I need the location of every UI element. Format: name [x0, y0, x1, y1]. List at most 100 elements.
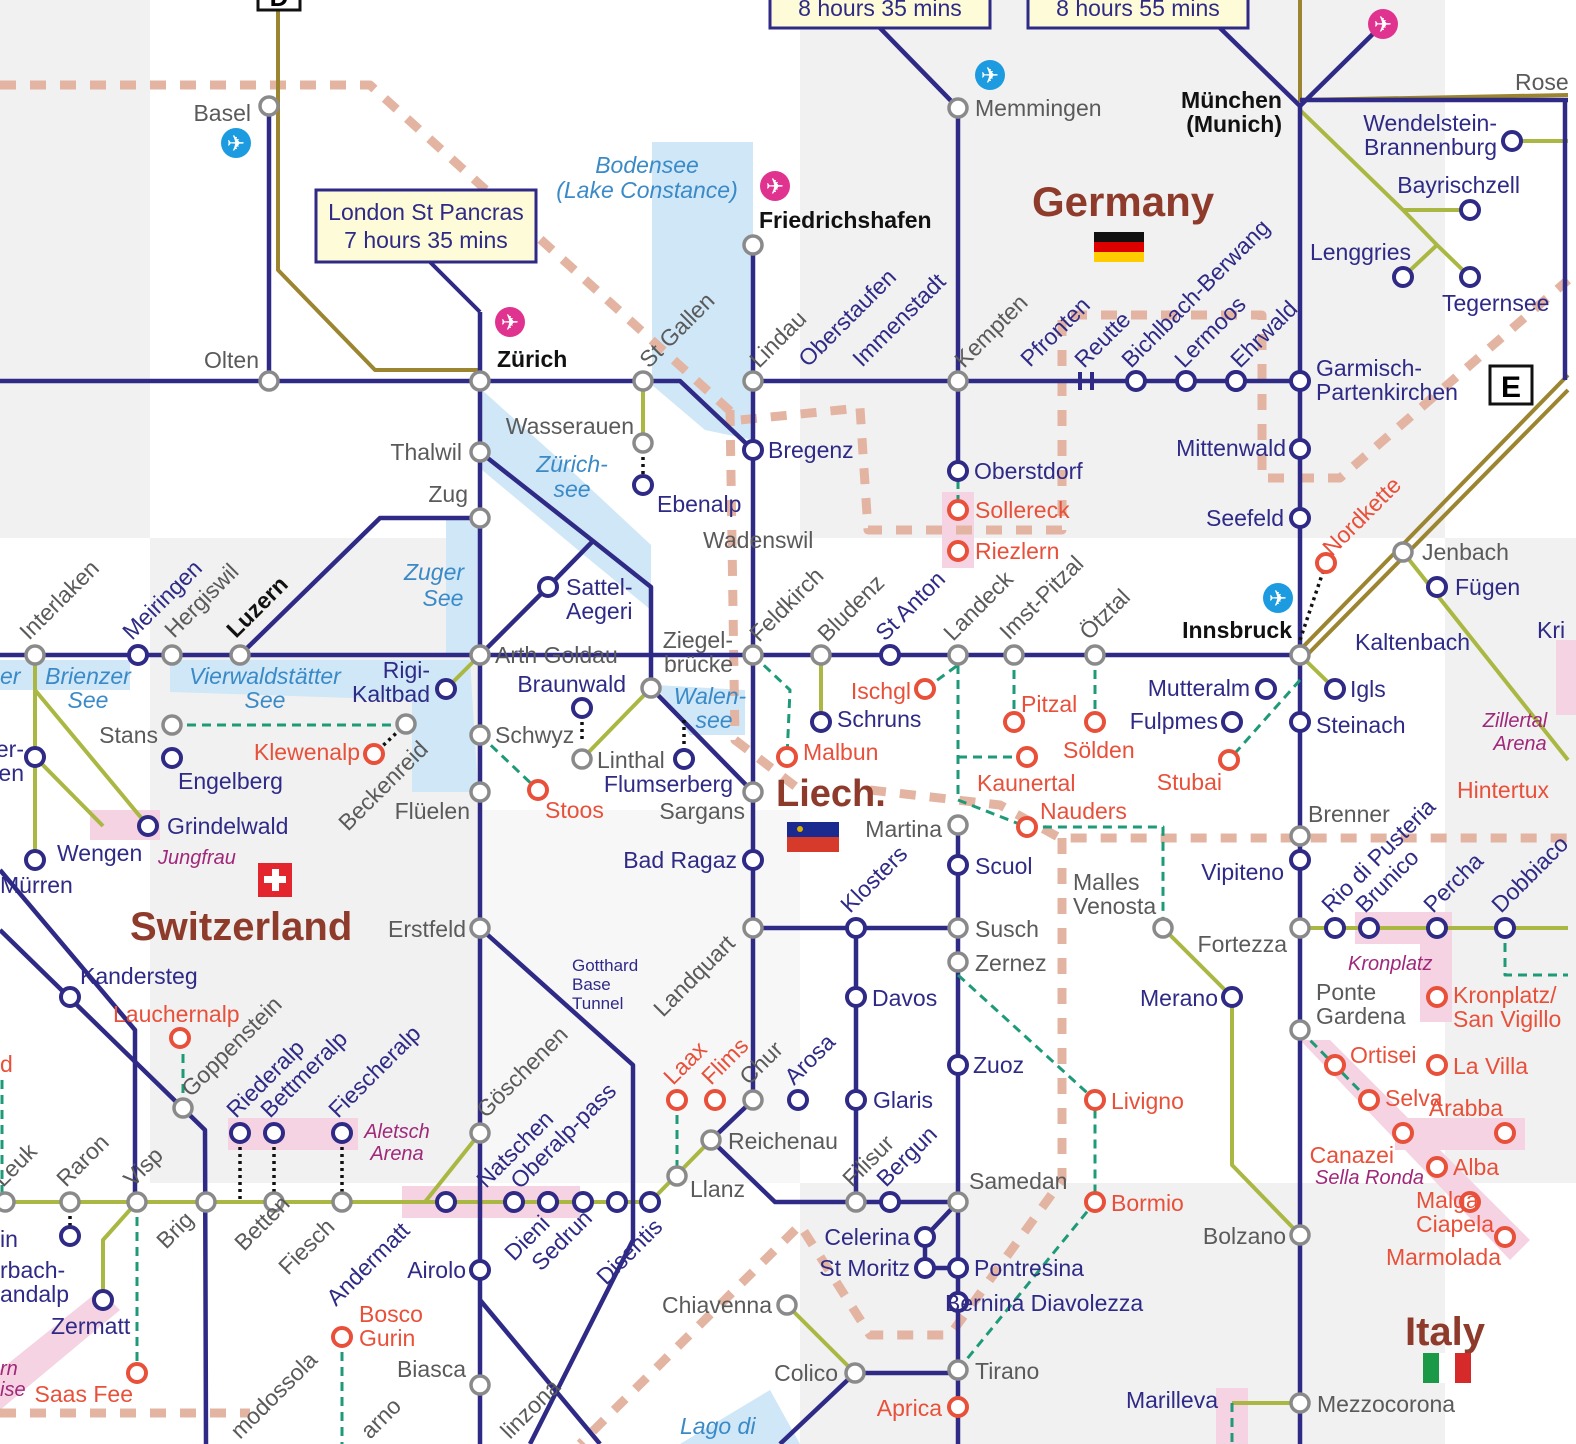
station-stmoritz[interactable]: St Moritz — [819, 1255, 936, 1281]
station-fugen[interactable]: Fügen — [1426, 574, 1520, 600]
station-marker[interactable] — [1289, 438, 1311, 460]
station-marker[interactable] — [59, 986, 81, 1008]
station-marker[interactable] — [469, 644, 491, 666]
station-kri[interactable]: Kri — [1537, 617, 1565, 643]
station-samedan[interactable]: Samedan — [947, 1168, 1067, 1213]
station-marker[interactable] — [947, 814, 969, 836]
station-colico[interactable]: Colico — [774, 1360, 866, 1386]
station-marker[interactable] — [537, 576, 559, 598]
station-marker[interactable] — [666, 1089, 688, 1111]
station-marker[interactable] — [435, 1191, 457, 1213]
station-sedrun2[interactable] — [606, 1191, 628, 1213]
station-marker[interactable] — [1218, 749, 1240, 771]
station-marker[interactable] — [1459, 199, 1481, 221]
station-vipiteno[interactable]: Vipiteno — [1201, 849, 1311, 885]
station-seefeld[interactable]: Seefeld — [1206, 505, 1311, 531]
station-marker[interactable] — [161, 714, 183, 736]
station-marker[interactable] — [331, 1191, 353, 1213]
station-marker[interactable] — [947, 1257, 969, 1279]
station-airolo[interactable]: Airolo — [407, 1257, 491, 1283]
station-marker[interactable] — [1494, 1122, 1516, 1144]
station-marker[interactable] — [742, 234, 764, 256]
station-llanz[interactable]: Llanz — [666, 1165, 745, 1202]
station-selva[interactable]: Selva — [1358, 1085, 1443, 1111]
station-glaris[interactable]: Glaris — [845, 1087, 933, 1113]
station-marker[interactable] — [1392, 541, 1414, 563]
station-marker[interactable] — [469, 724, 491, 746]
station-marker[interactable] — [742, 917, 764, 939]
station-canazei[interactable]: Canazei — [1310, 1122, 1414, 1168]
station-jenbach[interactable]: Jenbach — [1392, 539, 1509, 565]
station-bernina[interactable]: Bernina Diavolezza — [945, 1290, 1143, 1316]
station-saasfee[interactable]: Saas Fee — [35, 1362, 148, 1407]
station-marker[interactable] — [947, 1291, 969, 1313]
station-marker[interactable] — [263, 1191, 285, 1213]
station-marker[interactable] — [1016, 746, 1038, 768]
station-klosters[interactable]: Klosters — [835, 840, 912, 939]
station-marker[interactable] — [1324, 917, 1346, 939]
station-lauchernalp[interactable]: Lauchernalp — [113, 1001, 240, 1049]
station-marker[interactable] — [571, 748, 593, 770]
station-celerina[interactable]: Celerina — [824, 1224, 936, 1250]
station-friedrichshafen[interactable]: Friedrichshafen — [742, 207, 932, 256]
station-marker[interactable] — [947, 540, 969, 562]
station-marker[interactable] — [469, 507, 491, 529]
station-chiavenna[interactable]: Chiavenna — [662, 1292, 798, 1318]
station-olten[interactable]: Olten — [204, 347, 280, 392]
station-marker[interactable] — [704, 1089, 726, 1111]
station-marker[interactable] — [1084, 711, 1106, 733]
station-leftedge2[interactable]: in — [0, 1226, 18, 1252]
station-marker[interactable] — [1289, 711, 1311, 733]
station-betten[interactable]: Betten — [229, 1190, 294, 1255]
station-imst[interactable]: Imst-Pitzal — [994, 550, 1088, 666]
station-marker[interactable] — [879, 644, 901, 666]
station-solden[interactable]: Sölden — [1063, 711, 1135, 763]
station-marker[interactable] — [1003, 644, 1025, 666]
station-marker[interactable] — [469, 370, 491, 392]
station-marker[interactable] — [1225, 370, 1247, 392]
station-marker[interactable] — [1494, 1226, 1516, 1248]
station-marker[interactable] — [810, 711, 832, 733]
station-marker[interactable] — [469, 781, 491, 803]
station-marker[interactable] — [59, 1225, 81, 1247]
station-marker[interactable] — [258, 95, 280, 117]
station-marker[interactable] — [537, 1191, 559, 1213]
station-marker[interactable] — [742, 849, 764, 871]
station-marker[interactable] — [1289, 507, 1311, 529]
station-zug[interactable]: Zug — [428, 481, 491, 529]
station-marker[interactable] — [572, 1191, 594, 1213]
station-fortezza[interactable]: Fortezza — [1198, 917, 1311, 957]
station-marker[interactable] — [1175, 370, 1197, 392]
station-marker[interactable] — [914, 1257, 936, 1279]
station-kaunertal[interactable]: Kaunertal — [977, 746, 1075, 796]
station-marker[interactable] — [1426, 1054, 1448, 1076]
station-locarno[interactable]: arno — [355, 1393, 406, 1444]
station-marker[interactable] — [1501, 130, 1523, 152]
station-marker[interactable] — [469, 441, 491, 463]
station-marker[interactable] — [24, 644, 46, 666]
station-sollereck[interactable]: Sollereck — [947, 497, 1070, 523]
station-marker[interactable] — [1426, 576, 1448, 598]
station-marker[interactable] — [1459, 266, 1481, 288]
station-marker[interactable] — [24, 746, 46, 768]
station-marker[interactable] — [1494, 917, 1516, 939]
station-ortisei[interactable]: Ortisei — [1324, 1042, 1416, 1076]
station-marker[interactable] — [742, 439, 764, 461]
station-marker[interactable] — [1426, 986, 1448, 1008]
station-bolzano[interactable]: Bolzano — [1203, 1223, 1311, 1249]
station-marker[interactable] — [503, 1191, 525, 1213]
station-marker[interactable] — [229, 644, 251, 666]
station-disentis[interactable]: Disentis — [591, 1191, 667, 1290]
station-susch[interactable]: Susch — [947, 916, 1039, 942]
station-marker[interactable] — [1392, 266, 1414, 288]
station-kronplatzst[interactable]: Kronplatz/San Vigillo — [1426, 982, 1561, 1032]
station-marker[interactable] — [1426, 1156, 1448, 1178]
station-marker[interactable] — [172, 1097, 194, 1119]
station-raron[interactable]: Raron — [51, 1129, 114, 1213]
station-marker[interactable] — [92, 1289, 114, 1311]
station-grindelwald[interactable]: Grindelwald — [137, 813, 288, 839]
